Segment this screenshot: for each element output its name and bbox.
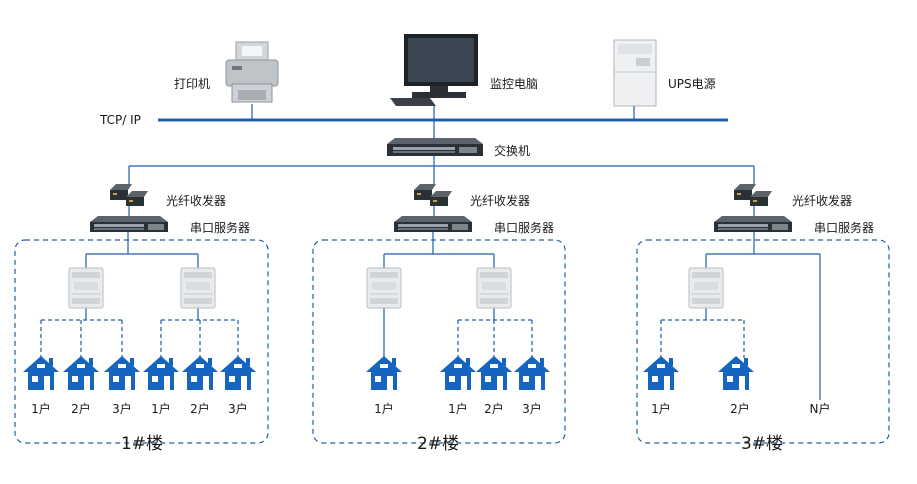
tcp-ip-label: TCP/ IP — [99, 113, 141, 127]
house-icon — [440, 356, 476, 390]
house-icon — [476, 356, 512, 390]
switch-icon — [387, 138, 483, 156]
ups-icon — [613, 39, 657, 107]
household-label: 2户 — [730, 401, 750, 416]
meter-module — [366, 267, 402, 309]
house-icon — [182, 356, 218, 390]
household-label: 1户 — [374, 401, 394, 416]
household-label: 1户 — [448, 401, 468, 416]
house-icon — [514, 356, 550, 390]
house-icon — [63, 356, 99, 390]
house-icon — [143, 356, 179, 390]
house-icon — [718, 356, 754, 390]
fiber-transceiver-label: 光纤收发器 — [792, 193, 852, 208]
ups-label: UPS电源 — [668, 77, 716, 91]
household-label: 3户 — [522, 401, 542, 416]
printer-label: 打印机 — [174, 77, 210, 91]
household-label: 2户 — [71, 401, 91, 416]
house-icon — [220, 356, 256, 390]
household-label: 3户 — [228, 401, 248, 416]
serial-server-label: 串口服务器 — [190, 220, 250, 235]
household-label: 1户 — [651, 401, 671, 416]
building-3: 光纤收发器 串口服务器 1户 2户 N户 3#楼 — [636, 184, 890, 454]
fiber-transceiver-label: 光纤收发器 — [166, 193, 226, 208]
household-label: N户 — [810, 401, 831, 416]
building-name: 2#楼 — [417, 434, 459, 454]
meter-module — [476, 267, 512, 309]
monitor-pc-label: 监控电脑 — [490, 77, 538, 91]
fiber-transceiver-label: 光纤收发器 — [470, 193, 530, 208]
printer-icon — [225, 41, 279, 103]
meter-module — [688, 267, 724, 309]
building-1: 光纤收发器 串口服务器 1户 2户 3户 — [14, 184, 269, 454]
building-name: 1#楼 — [121, 434, 163, 454]
building-2: 光纤收发器 串口服务器 1户 1户 2户 3户 2#楼 — [312, 184, 566, 454]
meter-module — [68, 267, 104, 309]
serial-server-label: 串口服务器 — [494, 220, 554, 235]
house-icon — [366, 356, 402, 390]
house-icon — [23, 356, 59, 390]
house-icon — [643, 356, 679, 390]
serial-server-label: 串口服务器 — [814, 220, 874, 235]
house-icon — [104, 356, 140, 390]
distribution-lines — [128, 156, 755, 216]
household-label: 2户 — [190, 401, 210, 416]
household-label: 2户 — [484, 401, 504, 416]
household-label: 3户 — [112, 401, 132, 416]
household-label: 1户 — [151, 401, 171, 416]
household-label: 1户 — [31, 401, 51, 416]
switch-label: 交换机 — [494, 143, 530, 158]
meter-module — [180, 267, 216, 309]
building-name: 3#楼 — [741, 434, 783, 454]
monitor-pc-icon — [390, 34, 478, 106]
